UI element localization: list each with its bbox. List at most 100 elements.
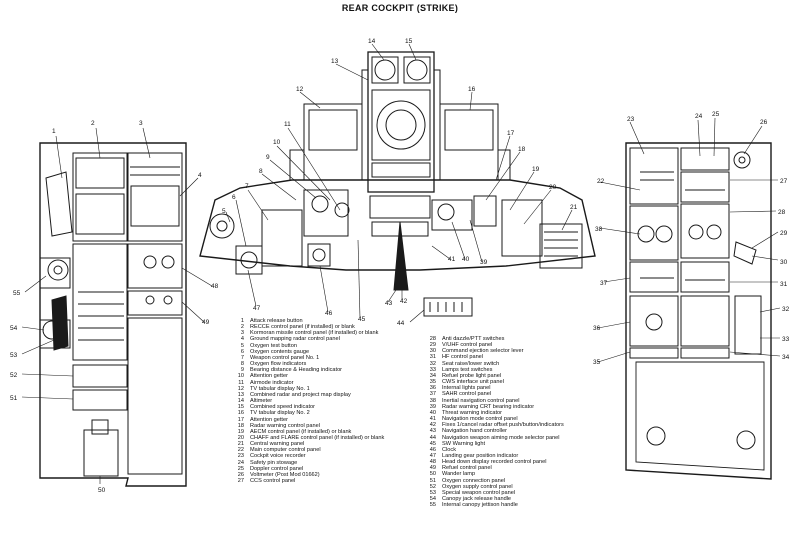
legend-number: 52 (429, 483, 436, 490)
legend-row: 39 Radar warning CRT bearing indicator (424, 404, 564, 410)
legend-text: Canopy jack release handle (442, 496, 512, 503)
legend-number: 23 (237, 453, 244, 460)
legend-number: 24 (237, 459, 244, 466)
legend-number: 51 (429, 477, 436, 484)
callout-number: 48 (211, 283, 219, 290)
legend-number: 55 (429, 502, 436, 509)
callout-number: 9 (266, 154, 270, 161)
legend-number: 54 (429, 496, 436, 503)
legend-number: 47 (429, 452, 436, 459)
legend-text: Command ejection selector lever (442, 348, 524, 355)
callout-number: 10 (273, 139, 281, 146)
legend-number: 1 (240, 318, 244, 324)
legend-text: SW Warning light (442, 440, 486, 447)
callout-number: 49 (202, 319, 210, 326)
callout-number: 26 (760, 119, 768, 126)
legend-text: Wander lamp (442, 471, 476, 478)
legend-number: 48 (429, 459, 436, 466)
legend-number: 19 (237, 428, 244, 435)
legend-number: 31 (429, 354, 436, 361)
legend-row: 43 Navigation hand controller (424, 428, 564, 434)
legend-number: 12 (237, 385, 244, 392)
legend-text: Inertial navigation control panel (442, 397, 520, 404)
callout-number: 4 (198, 172, 202, 179)
legend-number: 39 (429, 403, 436, 410)
legend-number: 32 (429, 360, 436, 367)
callout-number: 13 (331, 58, 339, 65)
callout-number: 3 (139, 120, 143, 127)
legend-text: CWS interface unit panel (442, 379, 504, 386)
legend-number: 18 (237, 422, 244, 429)
legend-number: 21 (237, 441, 244, 448)
legend-number: 35 (429, 379, 436, 386)
legend-number: 25 (237, 465, 244, 472)
legend-text: Ground mapping radar control panel (250, 336, 340, 343)
legend-text: Bearing distance & Heading indicator (250, 367, 343, 374)
callout-number: 8 (259, 168, 263, 175)
legend-text: Oxygen contents gauge (250, 348, 310, 355)
legend-number: 16 (237, 410, 244, 417)
legend-text: Seat raise/lower switch (442, 360, 500, 367)
legend-row: 35 CWS interface unit panel (424, 379, 564, 385)
callout-number: 46 (325, 310, 333, 317)
legend-text: Radar warning CRT bearing indicator (442, 403, 535, 410)
callout-number: 37 (600, 280, 608, 287)
legend-number: 14 (237, 398, 244, 405)
right-console (625, 142, 772, 480)
callout-number: 47 (253, 305, 261, 312)
callout-number: 5 (222, 208, 226, 215)
legend-number: 53 (429, 489, 436, 496)
callout-number: 53 (10, 352, 18, 359)
legend-number: 45 (429, 440, 436, 447)
callout-number: 14 (368, 38, 376, 45)
legend-number: 30 (429, 348, 436, 355)
legend-number: 29 (429, 342, 436, 349)
callout-leader-lines (21, 43, 781, 484)
legend-text: Navigation hand controller (442, 428, 507, 435)
legend-text: CHAFF and FLARE control panel (if instal… (250, 434, 385, 441)
callout-number: 16 (468, 86, 476, 93)
callout-number: 38 (595, 226, 603, 233)
legend-text: Attack release button (250, 318, 303, 324)
callout-number: 23 (627, 116, 635, 123)
legend-text: SAHR control panel (442, 391, 492, 398)
callout-number: 55 (13, 290, 21, 297)
callout-number: 17 (507, 130, 515, 137)
callout-number: 12 (296, 86, 304, 93)
callout-number: 25 (712, 111, 720, 118)
legend-text: Refuel probe light panel (442, 372, 502, 379)
callout-number: 27 (780, 178, 788, 185)
callout-number: 21 (570, 204, 578, 211)
callout-number: 11 (284, 121, 291, 128)
legend-text: TV tabular display No. 2 (250, 410, 310, 417)
legend-number: 27 (237, 478, 244, 485)
legend-number: 42 (429, 422, 436, 429)
legend-text: Attention getter (250, 373, 288, 380)
callout-number: 36 (593, 325, 601, 332)
legend-number: 43 (429, 428, 436, 435)
callout-number: 31 (780, 281, 788, 288)
